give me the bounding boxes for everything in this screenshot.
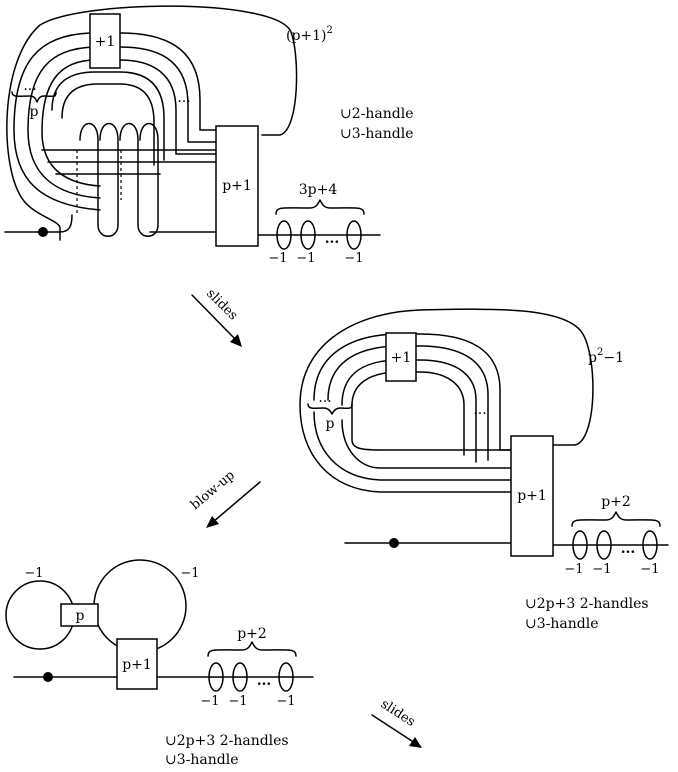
middle-chain-circle-3 bbox=[642, 530, 658, 560]
bottom-chain-circle-1 bbox=[208, 662, 224, 692]
top-clasp-right bbox=[119, 122, 159, 237]
middle-brace-p bbox=[307, 403, 353, 415]
arrow-slides-2-shaft bbox=[371, 714, 416, 744]
arrow-blowup-shaft bbox=[212, 481, 261, 523]
bottom-left-circle-weight: −1 bbox=[24, 566, 43, 581]
arrow-slides-1-head bbox=[230, 334, 242, 347]
top-box-p-plus-one-label: p+1 bbox=[222, 178, 252, 194]
middle-strand-5 bbox=[341, 419, 511, 469]
middle-label-p: p bbox=[326, 416, 335, 432]
arrow-blowup-head bbox=[206, 516, 219, 528]
top-box-plus-one-label: +1 bbox=[95, 34, 116, 50]
top-brace-p bbox=[11, 91, 57, 103]
top-framing-label: (p+1)2 bbox=[286, 25, 333, 44]
top-chain-circle-2 bbox=[300, 220, 316, 250]
top-baseline bbox=[4, 214, 73, 233]
top-chain-circle-1 bbox=[276, 220, 292, 250]
middle-chain-circle-1 bbox=[572, 530, 588, 560]
middle-chain-circle-2 bbox=[596, 530, 612, 560]
top-chain-circle-3 bbox=[346, 220, 362, 250]
bottom-right-circle-weight: −1 bbox=[180, 566, 199, 581]
bottom-dotted-circle-marker bbox=[43, 672, 53, 682]
bottom-handles-line1: ∪2p+3 2-handles bbox=[165, 733, 289, 749]
top-inner-strand-a bbox=[51, 71, 165, 161]
bottom-chain-weight-3: −1 bbox=[276, 694, 295, 709]
middle-chain-label: p+2 bbox=[601, 494, 631, 510]
top-chain-label: 3p+4 bbox=[299, 182, 338, 198]
middle-chain-weight-1: −1 bbox=[564, 562, 583, 577]
arrow-slides-2-head bbox=[409, 737, 422, 748]
top-dotted-circle-marker bbox=[38, 227, 48, 237]
middle-chain-weight-3: −1 bbox=[640, 562, 659, 577]
top-chain-dots: ... bbox=[325, 231, 340, 247]
middle-chain-weight-2: −1 bbox=[592, 562, 611, 577]
top-strand-2 bbox=[27, 46, 219, 199]
middle-chain-dots: ... bbox=[621, 541, 636, 557]
bottom-box-p-plus-one-label: p+1 bbox=[122, 657, 152, 673]
middle-dots-right: ... bbox=[473, 402, 486, 418]
middle-box-plus-one-label: +1 bbox=[391, 350, 412, 366]
middle-framing-label: p2−1 bbox=[588, 347, 624, 366]
bottom-handles-line2: ∪3-handle bbox=[165, 752, 238, 767]
top-handles-line1: ∪2-handle bbox=[340, 106, 413, 122]
bottom-right-circle bbox=[93, 559, 187, 653]
arrow-slides-2: slides bbox=[371, 697, 422, 748]
top-dots-right: ... bbox=[177, 90, 190, 106]
top-box-p-plus-one bbox=[215, 125, 259, 247]
top-handles-line2: ∪3-handle bbox=[340, 126, 413, 142]
top-box-plus-one bbox=[89, 13, 121, 69]
middle-strand-6 bbox=[341, 359, 477, 463]
bottom-chain-dots: ... bbox=[257, 673, 272, 689]
bottom-box-p bbox=[60, 603, 99, 627]
bottom-box-p-plus-one bbox=[116, 638, 158, 690]
middle-strand-4 bbox=[327, 345, 489, 461]
top-chain-weight-3: −1 bbox=[344, 251, 363, 266]
middle-diagram: +1 p+1 ... p ... p2−1 p+2 ... −1 −1 −1 ∪… bbox=[299, 308, 669, 632]
bottom-chain-label: p+2 bbox=[237, 626, 267, 642]
top-dots-left: ... bbox=[23, 78, 36, 94]
top-outer-loop bbox=[6, 5, 298, 241]
middle-chain-brace bbox=[571, 511, 661, 527]
arrow-slides-1-shaft bbox=[191, 294, 237, 341]
middle-strand-3 bbox=[313, 411, 511, 481]
bottom-chain-circle-2 bbox=[232, 662, 248, 692]
bottom-chain-weight-2: −1 bbox=[228, 694, 247, 709]
bottom-box-p-label: p bbox=[76, 608, 85, 624]
bottom-chain-circle-3 bbox=[278, 662, 294, 692]
top-inner-strand-b bbox=[61, 83, 155, 166]
top-label-p: p bbox=[30, 104, 39, 120]
middle-strand-2 bbox=[313, 333, 513, 451]
top-strand-1 bbox=[13, 32, 219, 211]
bottom-chain-brace bbox=[207, 641, 297, 657]
middle-box-p-plus-one bbox=[510, 435, 554, 557]
middle-handles-line2: ∪3-handle bbox=[525, 616, 598, 632]
top-chain-brace bbox=[275, 199, 365, 215]
arrow-blowup: blow-up bbox=[188, 468, 261, 528]
middle-outer-loop bbox=[299, 308, 594, 446]
bottom-chain-weight-1: −1 bbox=[200, 694, 219, 709]
top-chain-weight-1: −1 bbox=[268, 251, 287, 266]
middle-dotted-circle-marker bbox=[389, 538, 399, 548]
arrow-slides-1: slides bbox=[191, 286, 242, 347]
middle-box-p-plus-one-label: p+1 bbox=[517, 488, 547, 504]
middle-dots-left: ... bbox=[318, 390, 331, 406]
arrow-slides-2-label: slides bbox=[378, 697, 418, 730]
middle-box-plus-one bbox=[385, 332, 417, 382]
top-chain-weight-2: −1 bbox=[296, 251, 315, 266]
top-strand-3 bbox=[41, 59, 219, 187]
middle-handles-line1: ∪2p+3 2-handles bbox=[525, 596, 649, 612]
top-diagram: +1 p+1 ... p ... (p+1)2 ∪2-handle ∪3-han… bbox=[4, 5, 413, 266]
middle-strand-1 bbox=[299, 404, 511, 493]
top-clasp-left bbox=[79, 122, 119, 237]
bottom-diagram: p −1 −1 p+1 p+2 ... −1 −1 −1 ∪2p+3 2-han… bbox=[5, 559, 314, 768]
arrow-slides-1-label: slides bbox=[203, 286, 240, 323]
